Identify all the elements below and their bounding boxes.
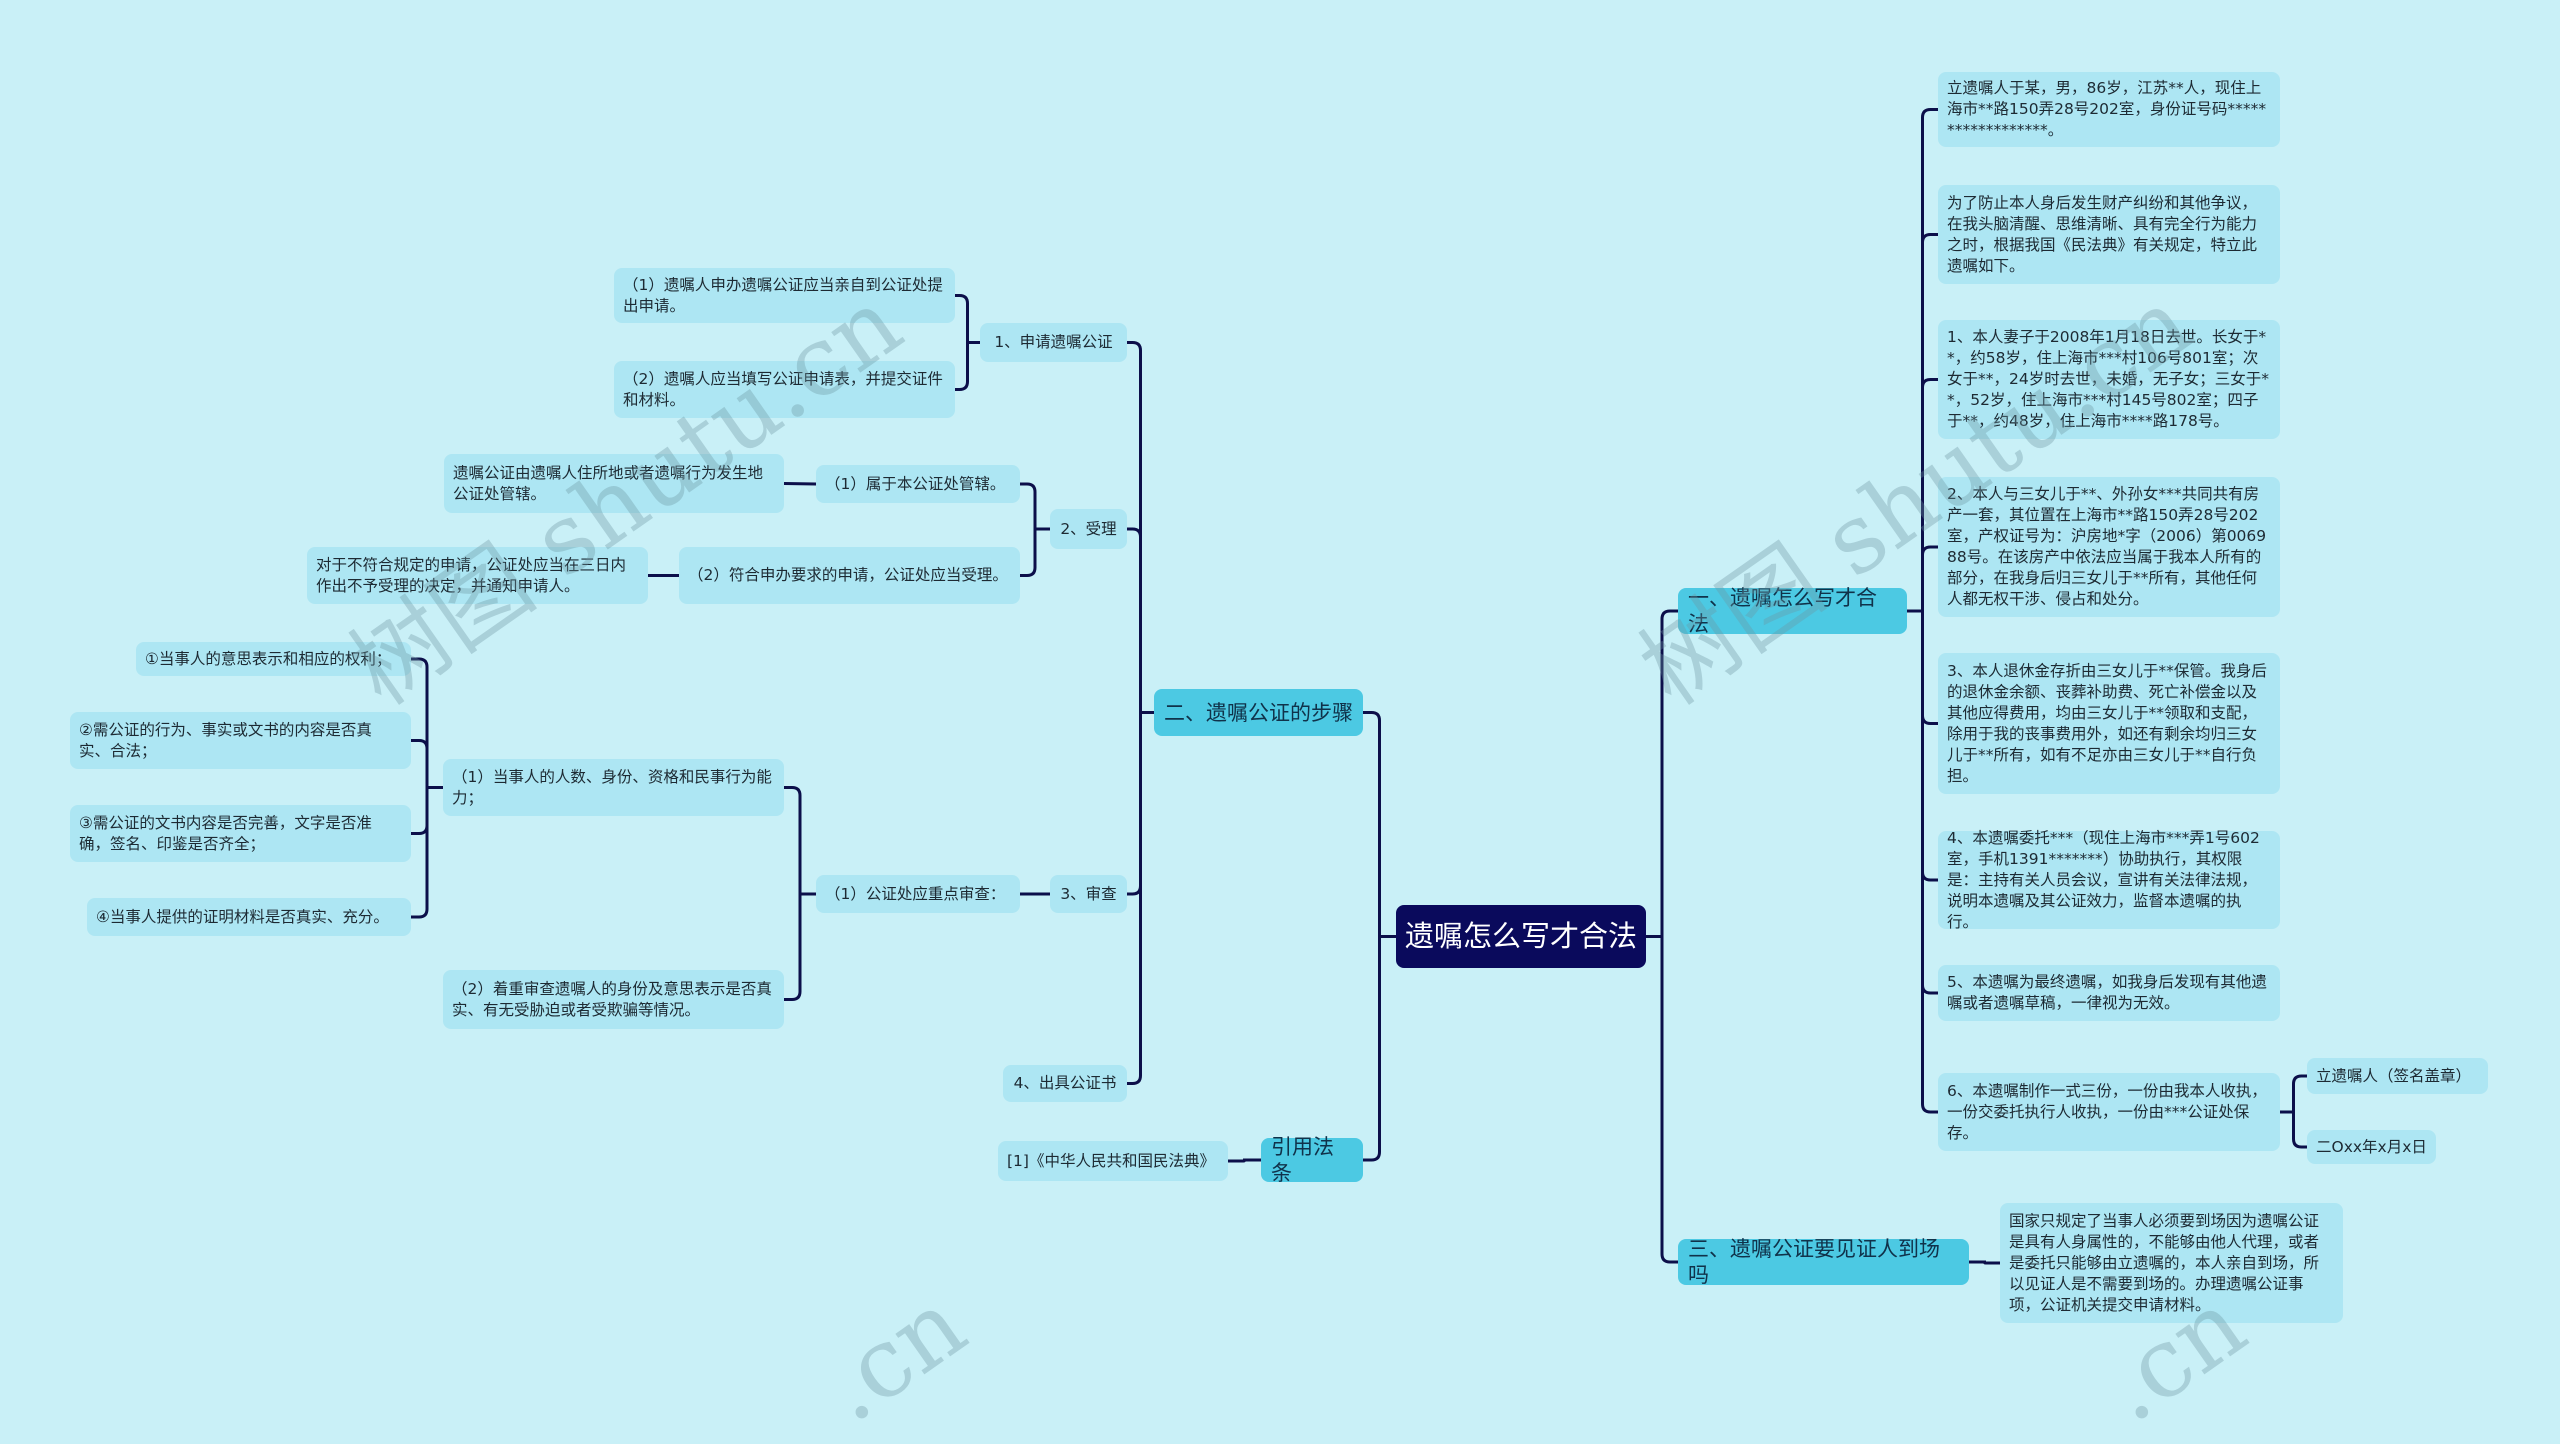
connector [1127,711,1154,1085]
connector [2280,1110,2307,1149]
point-text: ①当事人的意思表示和相应的权利； [145,649,392,668]
step-issue-certificate[interactable]: 4、出具公证书 [1003,1065,1127,1102]
signature-line[interactable]: 立遗嘱人（签名盖章） [2307,1058,2488,1094]
connector [1907,108,1938,613]
date-text: 二Oxx年x月x日 [2316,1137,2427,1156]
step-detail[interactable]: （1）公证处应重点审查： [816,875,1020,913]
will-clause[interactable]: 6、本遗嘱制作一式三份，一份由我本人收执，一份交委托执行人收执，一份由***公证… [1938,1073,2280,1151]
connector [1228,1158,1261,1163]
answer-text: 国家只规定了当事人必须要到场因为遗嘱公证是具有人身属性的，不能够由他人代理，或者… [2009,1211,2320,1314]
review-text: （2）着重审查遗嘱人的身份及意思表示是否真实、有无受胁迫或者受欺骗等情况。 [452,979,772,1019]
branch-label: 三、遗嘱公证要见证人到场吗 [1688,1237,1940,1287]
branch-witness-required[interactable]: 三、遗嘱公证要见证人到场吗 [1678,1237,1969,1287]
note-text: 遗嘱公证由遗嘱人住所地或者遗嘱行为发生地公证处管辖。 [453,463,764,503]
review-point[interactable]: ②需公证的行为、事实或文书的内容是否真实、合法； [70,712,411,769]
step-accept[interactable]: 2、受理 [1050,509,1127,549]
clause-text: 5、本遗嘱为最终遗嘱，如我身后发现有其他遗嘱或者遗嘱草稿，一律视为无效。 [1947,973,2267,1012]
connector [1907,233,1938,613]
detail-text: （1）遗嘱人申办遗嘱公证应当亲自到公证处提出申请。 [623,275,943,315]
connector [2280,1074,2307,1114]
connector [783,482,817,486]
review-point[interactable]: ①当事人的意思表示和相应的权利； [136,642,411,676]
will-clause[interactable]: 1、本人妻子于2008年1月18日去世。长女于**，约58岁，住上海市***村1… [1938,320,2280,439]
connector [1363,935,1396,1162]
connector [411,739,443,789]
clause-text: 4、本遗嘱委托***（现住上海市***弄1号602室，手机1391*******… [1947,828,2260,931]
will-clause[interactable]: 4、本遗嘱委托***（现住上海市***弄1号602室，手机1391*******… [1938,829,2280,931]
review-point[interactable]: ④当事人提供的证明材料是否真实、充分。 [87,898,411,936]
connector-lines [411,108,2307,1265]
review-item[interactable]: （2）着重审查遗嘱人的身份及意思表示是否真实、有无受胁迫或者受欺骗等情况。 [443,970,784,1029]
step-review[interactable]: 3、审查 [1050,875,1127,913]
connector [955,294,980,344]
branch-how-to-write-will[interactable]: 一、遗嘱怎么写才合法 [1678,586,1907,636]
connector [784,786,816,896]
connector [1907,609,1938,1114]
central-topic[interactable]: 遗嘱怎么写才合法 [1396,905,1646,968]
point-text: ④当事人提供的证明材料是否真实、充分。 [96,907,389,926]
clause-text: 1、本人妻子于2008年1月18日去世。长女于**，约58岁，住上海市***村1… [1947,328,2269,430]
connector [1363,711,1396,938]
will-clause[interactable]: 为了防止本人身后发生财产纠纷和其他争议，在我头脑清醒、思维清晰、具有完全行为能力… [1938,185,2280,284]
review-item[interactable]: （1）当事人的人数、身份、资格和民事行为能力； [443,759,784,816]
connector [1969,1260,2000,1265]
signature-text: 立遗嘱人（签名盖章） [2316,1066,2472,1085]
connector [1646,935,1678,1264]
step-detail[interactable]: （1）遗嘱人申办遗嘱公证应当亲自到公证处提出申请。 [614,268,955,323]
clause-text: 2、本人与三女儿于**、外孙女***共同共有房产一套，其位置在上海市**路150… [1947,485,2267,608]
branch-label: 引用法条 [1271,1135,1334,1185]
connector [1127,341,1154,714]
detail-text: （1）属于本公证处管辖。 [825,474,1006,493]
branch-label: 一、遗嘱怎么写才合法 [1688,586,1877,636]
date-line[interactable]: 二Oxx年x月x日 [2307,1130,2436,1164]
connector [1020,527,1050,577]
will-clause[interactable]: 3、本人退休金存折由三女儿于**保管。我身后的退休金余额、丧葬补助费、死亡补偿金… [1938,653,2280,794]
detail-text: （1）公证处应重点审查： [825,884,1006,903]
step-label: 2、受理 [1060,519,1117,538]
step-label: 4、出具公证书 [1013,1074,1117,1092]
connector [1907,378,1938,613]
cited-law-item[interactable]: [1]《中华人民共和国民法典》 [998,1141,1228,1181]
step-note[interactable]: 遗嘱公证由遗嘱人住所地或者遗嘱行为发生地公证处管辖。 [444,454,784,513]
branch-label: 二、遗嘱公证的步骤 [1164,700,1353,725]
step-detail[interactable]: （1）属于本公证处管辖。 [816,465,1020,503]
step-detail[interactable]: （2）符合申办要求的申请，公证处应当受理。 [679,547,1020,604]
connector [1907,545,1938,613]
central-topic-label: 遗嘱怎么写才合法 [1405,919,1638,953]
detail-text: （2）符合申办要求的申请，公证处应当受理。 [688,566,1008,584]
connector [955,341,980,391]
point-text: ②需公证的行为、事实或文书的内容是否真实、合法； [79,720,372,760]
law-text: [1]《中华人民共和国民法典》 [1007,1151,1215,1170]
will-clause[interactable]: 立遗嘱人于某，男，86岁，江苏**人，现住上海市**路150弄28号202室，身… [1938,72,2280,147]
step-label: 1、申请遗嘱公证 [994,333,1113,351]
connector [1020,482,1050,531]
will-clause[interactable]: 2、本人与三女儿于**、外孙女***共同共有房产一套，其位置在上海市**路150… [1938,477,2280,617]
note-text: 对于不符合规定的申请，公证处应当在三日内作出不予受理的决定，并通知申请人。 [316,555,627,595]
step-apply[interactable]: 1、申请遗嘱公证 [980,323,1127,362]
connector [1127,527,1154,714]
clause-text: 6、本遗嘱制作一式三份，一份由我本人收执，一份交委托执行人收执，一份由***公证… [1947,1081,2267,1142]
branch-notarization-steps[interactable]: 二、遗嘱公证的步骤 [1154,689,1363,736]
connector [411,786,443,919]
step-note[interactable]: 对于不符合规定的申请，公证处应当在三日内作出不予受理的决定，并通知申请人。 [307,547,648,604]
review-point[interactable]: ③需公证的文书内容是否完善，文字是否准确，签名、印鉴是否齐全； [70,805,411,862]
will-clause[interactable]: 5、本遗嘱为最终遗嘱，如我身后发现有其他遗嘱或者遗嘱草稿，一律视为无效。 [1938,965,2280,1021]
connector [411,657,443,789]
clause-text: 立遗嘱人于某，男，86岁，江苏**人，现住上海市**路150弄28号202室，身… [1947,79,2267,139]
witness-answer[interactable]: 国家只规定了当事人必须要到场因为遗嘱公证是具有人身属性的，不能够由他人代理，或者… [2000,1203,2343,1323]
point-text: ③需公证的文书内容是否完善，文字是否准确，签名、印鉴是否齐全； [79,813,372,853]
clause-text: 3、本人退休金存折由三女儿于**保管。我身后的退休金余额、丧葬补助费、死亡补偿金… [1947,661,2267,785]
connector [784,892,816,1001]
branch-cited-law[interactable]: 引用法条 [1261,1135,1363,1185]
connector [1646,609,1678,938]
step-label: 3、审查 [1060,884,1117,903]
clause-text: 为了防止本人身后发生财产纠纷和其他争议，在我头脑清醒、思维清晰、具有完全行为能力… [1947,193,2258,275]
review-text: （1）当事人的人数、身份、资格和民事行为能力； [452,767,772,807]
step-detail[interactable]: （2）遗嘱人应当填写公证申请表，并提交证件和材料。 [614,361,955,418]
detail-text: （2）遗嘱人应当填写公证申请表，并提交证件和材料。 [623,369,943,409]
